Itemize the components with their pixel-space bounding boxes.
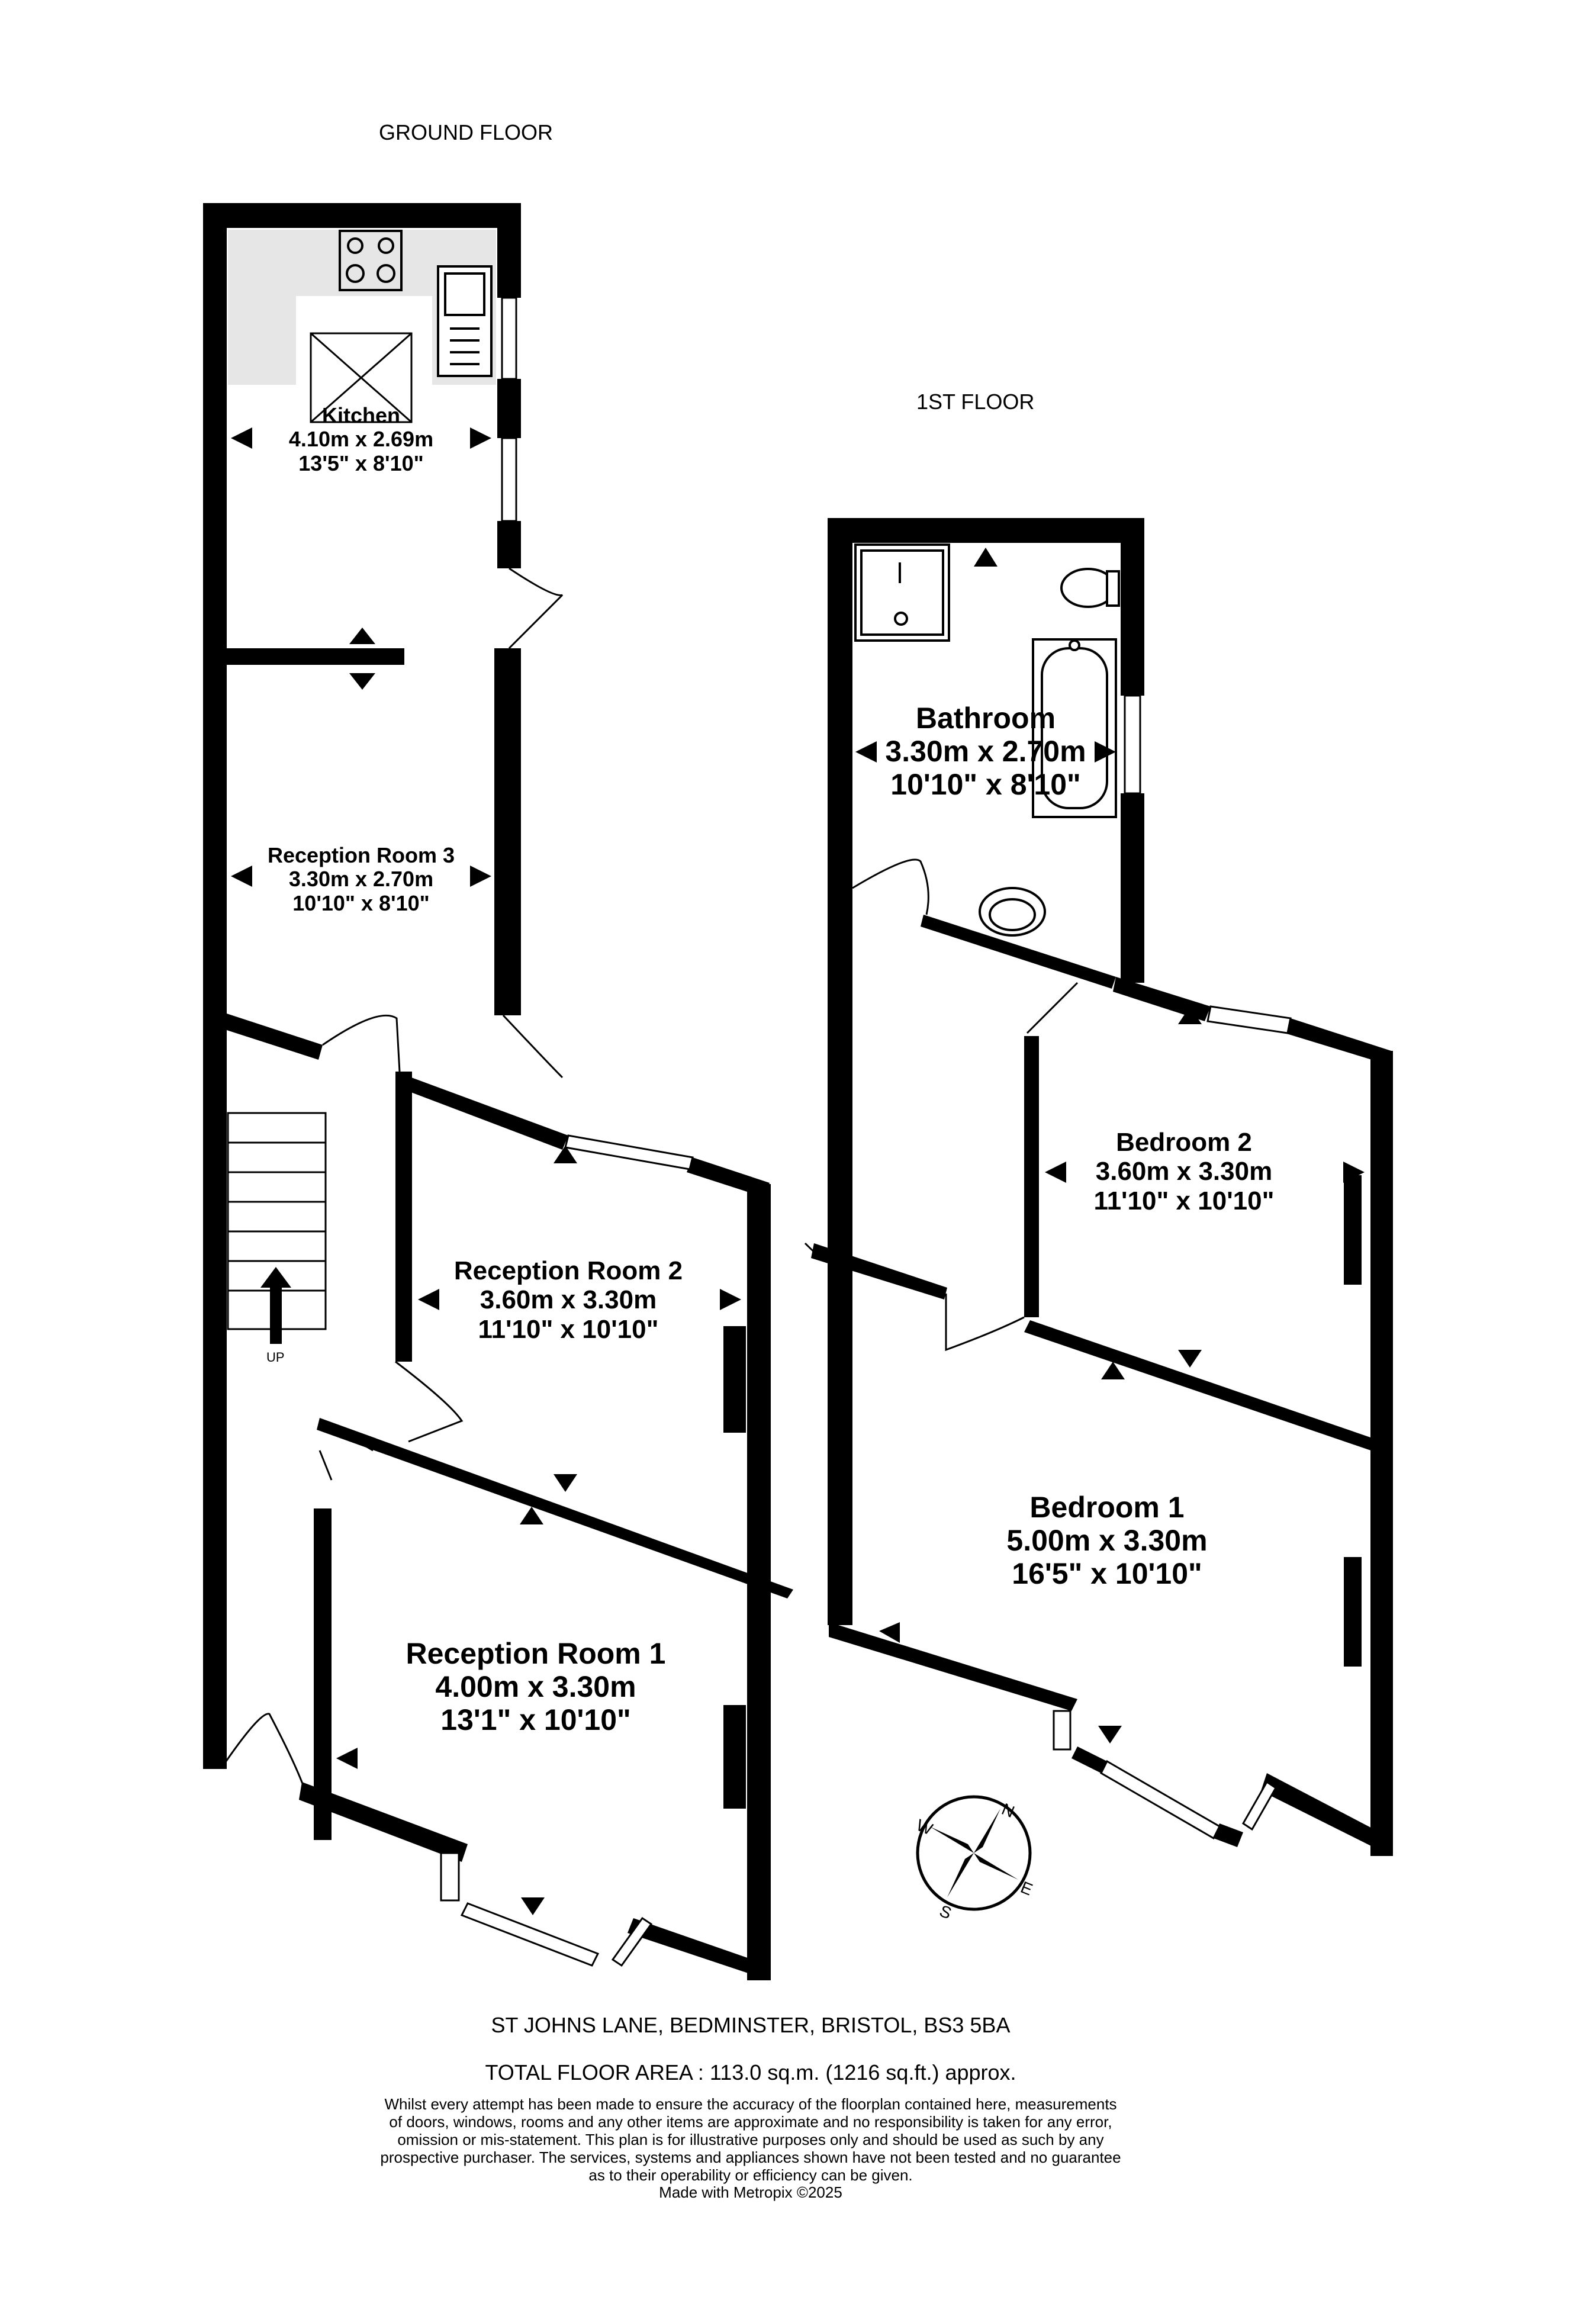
disclaimer-line: omission or mis-statement. This plan is … — [397, 2130, 1104, 2148]
room-metric: 5.00m x 3.30m — [1006, 1524, 1208, 1557]
room-metric: 3.60m x 3.30m — [480, 1285, 657, 1315]
stairs-up-arrow-icon — [260, 1267, 291, 1344]
room-metric: 4.10m x 2.69m — [288, 427, 434, 452]
disclaimer: Whilst every attempt has been made to en… — [307, 2095, 1195, 2202]
disclaimer-line: prospective purchaser. The services, sys… — [380, 2148, 1121, 2166]
room-label-bathroom: Bathroom 3.30m x 2.70m 10'10" x 8'10" — [858, 702, 1113, 801]
room-name: Bedroom 2 — [1116, 1128, 1252, 1157]
ground-floor-walls — [203, 203, 793, 1980]
room-imperial: 13'5" x 8'10" — [298, 451, 424, 475]
room-name: Kitchen — [321, 403, 400, 427]
room-metric: 3.30m x 2.70m — [288, 867, 434, 892]
room-label-kitchen: Kitchen 4.10m x 2.69m 13'5" x 8'10" — [269, 403, 453, 475]
room-metric: 3.60m x 3.30m — [1095, 1157, 1273, 1186]
total-floor-area: TOTAL FLOOR AREA : 113.0 sq.m. (1216 sq.… — [485, 2060, 1016, 2085]
room-label-bedroom-1: Bedroom 1 5.00m x 3.30m 16'5" x 10'10" — [947, 1491, 1267, 1590]
kitchen-counter — [228, 230, 496, 385]
ground-floor-dimension-arrows — [231, 427, 741, 1915]
room-name: Bedroom 1 — [1029, 1491, 1185, 1524]
room-metric: 4.00m x 3.30m — [435, 1670, 636, 1703]
room-label-reception-2: Reception Room 2 3.60m x 3.30m 11'10" x … — [426, 1256, 710, 1344]
property-address: ST JOHNS LANE, BEDMINSTER, BRISTOL, BS3 … — [491, 2013, 1011, 2037]
kitchen-sink-icon — [437, 265, 493, 377]
room-imperial: 11'10" x 10'10" — [478, 1314, 659, 1344]
room-name: Reception Room 3 — [267, 843, 455, 867]
room-imperial: 11'10" x 10'10" — [1093, 1186, 1275, 1215]
ground-floor-windows — [440, 297, 694, 1967]
first-floor-dimension-arrows — [855, 548, 1365, 1744]
metropix-credit: Made with Metropix ©2025 — [659, 2183, 842, 2202]
room-imperial: 16'5" x 10'10" — [1012, 1557, 1202, 1590]
bath-icon — [1032, 638, 1117, 818]
room-label-bedroom-2: Bedroom 2 3.60m x 3.30m 11'10" x 10'10" — [1060, 1128, 1308, 1215]
compass-south: S — [937, 1902, 954, 1923]
first-floor-walls — [811, 518, 1393, 1856]
disclaimer-line: of doors, windows, rooms and any other i… — [389, 2112, 1112, 2131]
stairs-up-label: UP — [266, 1350, 285, 1365]
washbasin-icon — [979, 887, 1046, 937]
room-label-reception-3: Reception Room 3 3.30m x 2.70m 10'10" x … — [249, 843, 474, 915]
disclaimer-line: Whilst every attempt has been made to en… — [384, 2095, 1117, 2113]
room-metric: 3.30m x 2.70m — [885, 735, 1086, 768]
room-imperial: 13'1" x 10'10" — [440, 1703, 631, 1736]
room-name: Reception Room 2 — [453, 1256, 683, 1285]
ground-floor-plan — [203, 203, 793, 1980]
ground-floor-doors — [221, 567, 564, 1800]
first-floor-windows — [1053, 694, 1292, 1840]
compass-icon: N E S W — [914, 1795, 1035, 1923]
shower-tray-icon — [854, 543, 950, 642]
toilet-icon — [1060, 568, 1120, 608]
first-floor-doors — [804, 858, 1079, 1352]
room-name: Reception Room 1 — [406, 1637, 666, 1670]
first-floor-plan — [804, 518, 1393, 1856]
hob-icon — [339, 230, 403, 291]
room-imperial: 10'10" x 8'10" — [292, 890, 430, 915]
ground-floor-title: GROUND FLOOR — [379, 120, 554, 144]
compass-east: E — [1018, 1878, 1035, 1899]
disclaimer-line: as to their operability or efficiency ca… — [588, 2166, 913, 2184]
room-label-reception-1: Reception Room 1 4.00m x 3.30m 13'1" x 1… — [367, 1637, 704, 1736]
room-imperial: 10'10" x 8'10" — [890, 768, 1081, 801]
appliance-icon — [310, 332, 413, 423]
compass-west: W — [914, 1816, 936, 1839]
room-name: Bathroom — [915, 702, 1056, 735]
first-floor-title: 1ST FLOOR — [916, 390, 1035, 414]
